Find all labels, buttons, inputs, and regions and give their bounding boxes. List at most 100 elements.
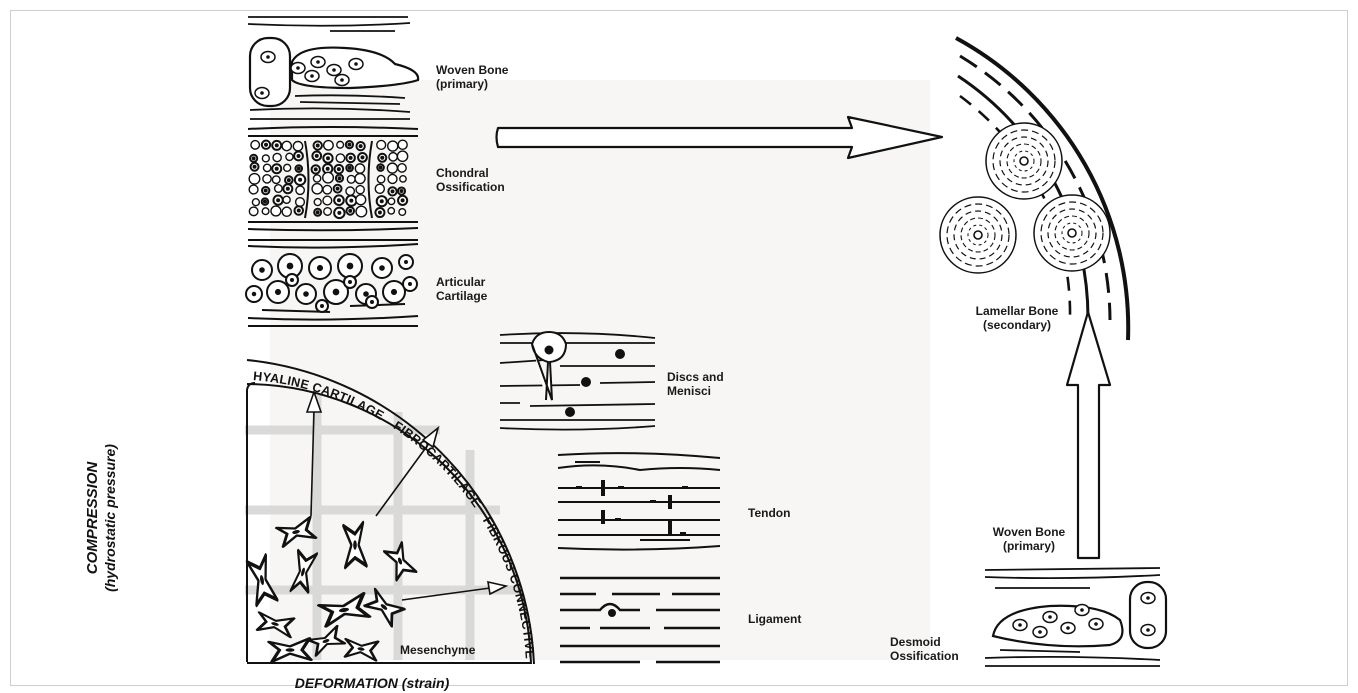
cartilage-cell-nucleus xyxy=(348,280,352,284)
chondrocyte xyxy=(296,186,304,194)
chondrocyte xyxy=(399,209,406,216)
label-woven-bone-primary-right: Woven Bone (primary) xyxy=(988,525,1070,553)
cartilage-cell-nucleus xyxy=(317,265,323,271)
chondrocyte-nucleus xyxy=(360,155,364,159)
chondrocyte xyxy=(251,141,260,150)
label-woven-bone-primary-top: Woven Bone (primary) xyxy=(436,63,508,91)
chondrocyte xyxy=(271,206,281,216)
chondrocyte xyxy=(249,185,258,194)
chondrocyte-nucleus xyxy=(296,154,300,158)
label-line: Discs and xyxy=(667,370,724,384)
chondrocyte-nucleus xyxy=(275,167,279,171)
chondrocyte-nucleus xyxy=(287,178,291,182)
chondrocyte xyxy=(324,141,334,151)
chondrocyte xyxy=(262,208,269,215)
label-articular-cartilage: Articular Cartilage xyxy=(436,275,487,303)
label-line: Desmoid xyxy=(890,635,959,649)
chondrocyte-nucleus xyxy=(400,189,404,193)
cartilage-cell-nucleus xyxy=(370,300,374,304)
chondrocyte-nucleus xyxy=(348,166,352,170)
chondrocyte xyxy=(397,151,407,161)
chondrocyte-nucleus xyxy=(378,211,382,215)
chondrocyte-nucleus xyxy=(347,143,351,147)
chondrocyte-nucleus xyxy=(298,178,302,182)
label-mesenchyme: Mesenchyme xyxy=(400,643,475,657)
cartilage-cell-nucleus xyxy=(287,263,294,270)
cartilage-cell-nucleus xyxy=(320,304,324,308)
axis-label-compression-line2: (hydrostatic pressure) xyxy=(102,368,119,668)
chondrocyte xyxy=(323,172,334,183)
chondrocyte xyxy=(263,164,270,171)
chondrocyte xyxy=(272,176,280,184)
label-desmoid-ossification: Desmoid Ossification xyxy=(890,635,959,663)
label-line: Chondral xyxy=(436,166,505,180)
chondrocyte-nucleus xyxy=(380,199,384,203)
chondrocyte xyxy=(313,175,320,182)
chondrocyte-nucleus xyxy=(349,199,353,203)
cartilage-cell-nucleus xyxy=(391,289,397,295)
chondrocyte xyxy=(398,164,406,172)
chondrocyte xyxy=(249,207,258,216)
chondrocyte-nucleus xyxy=(391,189,395,193)
label-line: Lamellar Bone xyxy=(958,304,1076,318)
label-line: (secondary) xyxy=(958,318,1076,332)
label-line: Ossification xyxy=(890,649,959,663)
chondrocyte-nucleus xyxy=(337,198,341,202)
chondrocyte xyxy=(275,185,283,193)
cartilage-cell-nucleus xyxy=(347,263,354,270)
chondrocyte-nucleus xyxy=(326,156,330,160)
chondrocyte xyxy=(356,206,367,217)
label-line: (primary) xyxy=(988,539,1070,553)
chondrocyte-nucleus xyxy=(337,211,341,215)
cartilage-cell-nucleus xyxy=(290,278,294,282)
chondrocyte xyxy=(293,142,302,151)
chondrocyte xyxy=(249,174,260,185)
chondrocyte-nucleus xyxy=(264,189,268,193)
chondrocyte xyxy=(388,174,397,183)
cartilage-cell-nucleus xyxy=(404,260,408,264)
chondrocyte xyxy=(355,174,365,184)
chondrocyte xyxy=(337,141,344,148)
cartilage-cell-nucleus xyxy=(252,292,256,296)
chondrocyte-nucleus xyxy=(314,167,318,171)
chondrocyte xyxy=(377,175,384,182)
label-line: Cartilage xyxy=(436,289,487,303)
axis-label-compression-line1: COMPRESSION xyxy=(84,368,102,668)
chondrocyte xyxy=(323,196,332,205)
cartilage-cell-nucleus xyxy=(275,289,281,295)
chondrocyte xyxy=(312,184,322,194)
label-lamellar-bone: Lamellar Bone (secondary) xyxy=(958,304,1076,332)
label-line: Ossification xyxy=(436,180,505,194)
label-discs-menisci: Discs and Menisci xyxy=(667,370,724,398)
chondrocyte-nucleus xyxy=(336,187,340,191)
label-line: Woven Bone xyxy=(988,525,1070,539)
chondrocyte-nucleus xyxy=(315,154,319,158)
cartilage-cell-nucleus xyxy=(363,291,369,297)
chondrocyte xyxy=(324,208,332,216)
chondrocyte-nucleus xyxy=(316,144,320,148)
chondrocyte-nucleus xyxy=(380,156,384,160)
chondrocyte-nucleus xyxy=(359,144,363,148)
chondrocyte-nucleus xyxy=(379,166,383,170)
axis-label-deformation: DEFORMATION (strain) xyxy=(232,675,512,691)
chondrocyte-nucleus xyxy=(349,156,353,160)
chondrocyte-nucleus xyxy=(264,143,268,147)
chondrocyte xyxy=(347,175,355,183)
label-line: Menisci xyxy=(667,384,724,398)
chondrocyte xyxy=(262,155,269,162)
label-chondral-ossification: Chondral Ossification xyxy=(436,166,505,194)
chondrocyte-nucleus xyxy=(275,143,279,147)
chondrocyte xyxy=(375,184,384,193)
chondrocyte xyxy=(323,185,332,194)
arrow-up-to-lamellar xyxy=(1067,312,1110,558)
chondrocyte-nucleus xyxy=(337,176,341,180)
chondrocyte xyxy=(284,164,291,171)
chondrocyte xyxy=(387,163,397,173)
chondrocyte xyxy=(388,198,394,204)
cartilage-cell-nucleus xyxy=(408,282,412,286)
chondrocyte xyxy=(282,207,291,216)
chondrocyte xyxy=(346,187,354,195)
chondrocyte xyxy=(355,164,364,173)
chondrocyte-nucleus xyxy=(253,165,257,169)
